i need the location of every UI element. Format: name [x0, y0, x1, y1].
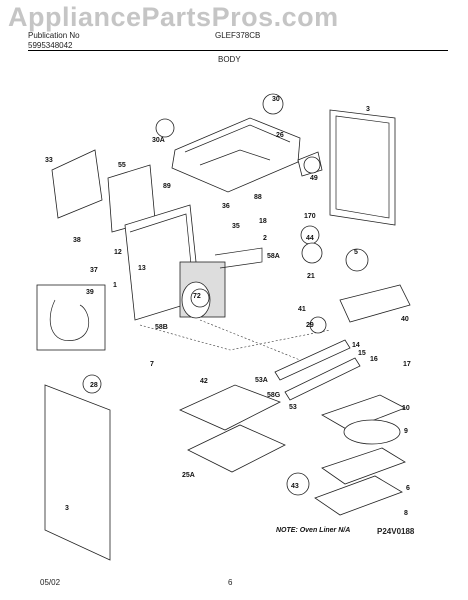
svg-text:28: 28: [90, 382, 98, 389]
svg-text:29: 29: [306, 322, 314, 329]
drawer-25a: [187, 424, 286, 473]
svg-text:35: 35: [232, 223, 240, 230]
svg-text:25A: 25A: [182, 472, 195, 479]
diagram-note: NOTE: Oven Liner N/A: [276, 527, 351, 534]
pan-9: [343, 419, 401, 445]
drawer-panel-42: [179, 384, 281, 431]
svg-text:40: 40: [401, 316, 409, 323]
svg-text:6: 6: [406, 485, 410, 492]
kick-panel: [44, 384, 111, 561]
back-panel: [329, 109, 396, 226]
svg-text:8: 8: [404, 510, 408, 517]
header-rule: [28, 50, 448, 51]
side-panel-33: [51, 149, 103, 219]
svg-text:44: 44: [306, 235, 314, 242]
svg-text:30A: 30A: [152, 137, 165, 144]
footer-page-number: 6: [228, 578, 233, 587]
svg-text:89: 89: [163, 183, 171, 190]
svg-text:10: 10: [402, 405, 410, 412]
svg-text:21: 21: [307, 273, 315, 280]
rail-53a: [274, 339, 351, 381]
svg-text:41: 41: [298, 306, 306, 313]
svg-text:58A: 58A: [267, 253, 280, 260]
svg-text:9: 9: [404, 428, 408, 435]
svg-text:3: 3: [65, 505, 69, 512]
svg-text:3: 3: [366, 106, 370, 113]
svg-text:58B: 58B: [155, 324, 168, 331]
svg-text:49: 49: [310, 175, 318, 182]
svg-text:88: 88: [254, 194, 262, 201]
rail-53: [284, 357, 361, 401]
svg-text:18: 18: [259, 218, 267, 225]
svg-text:170: 170: [304, 213, 316, 220]
svg-text:30: 30: [272, 96, 280, 103]
svg-text:43: 43: [291, 483, 299, 490]
svg-text:39: 39: [86, 289, 94, 296]
svg-text:7: 7: [150, 361, 154, 368]
svg-text:17: 17: [403, 361, 411, 368]
svg-text:2: 2: [263, 235, 267, 242]
svg-text:14: 14: [352, 342, 360, 349]
publication-label: Publication No: [28, 31, 80, 40]
svg-text:36: 36: [222, 203, 230, 210]
svg-text:72: 72: [193, 293, 201, 300]
footer-date: 05/02: [40, 578, 61, 587]
svg-text:42: 42: [200, 378, 208, 385]
top-panel: [171, 117, 301, 193]
watermark: AppliancePartsPros.com: [8, 2, 339, 32]
svg-text:13: 13: [138, 265, 146, 272]
svg-text:26: 26: [276, 132, 284, 139]
svg-text:38: 38: [73, 237, 81, 244]
svg-text:53: 53: [289, 404, 297, 411]
cord-box: [36, 284, 106, 351]
section-title: BODY: [218, 55, 241, 64]
svg-text:58G: 58G: [267, 392, 281, 399]
svg-text:33: 33: [45, 157, 53, 164]
publication-number: 5995348042: [28, 41, 73, 50]
svg-text:53A: 53A: [255, 377, 268, 384]
broiler-element: [339, 284, 411, 323]
svg-text:55: 55: [118, 162, 126, 169]
svg-text:15: 15: [358, 350, 366, 357]
rack-6: [321, 447, 406, 485]
svg-text:16: 16: [370, 356, 378, 363]
svg-text:1: 1: [113, 282, 117, 289]
rack-10: [321, 394, 406, 431]
model-number: GLEF378CB: [215, 31, 261, 40]
svg-text:37: 37: [90, 267, 98, 274]
broiler-pan-8: [314, 475, 403, 516]
svg-text:12: 12: [114, 249, 122, 256]
svg-text:5: 5: [354, 249, 358, 256]
figure-code: P24V0188: [377, 527, 415, 536]
